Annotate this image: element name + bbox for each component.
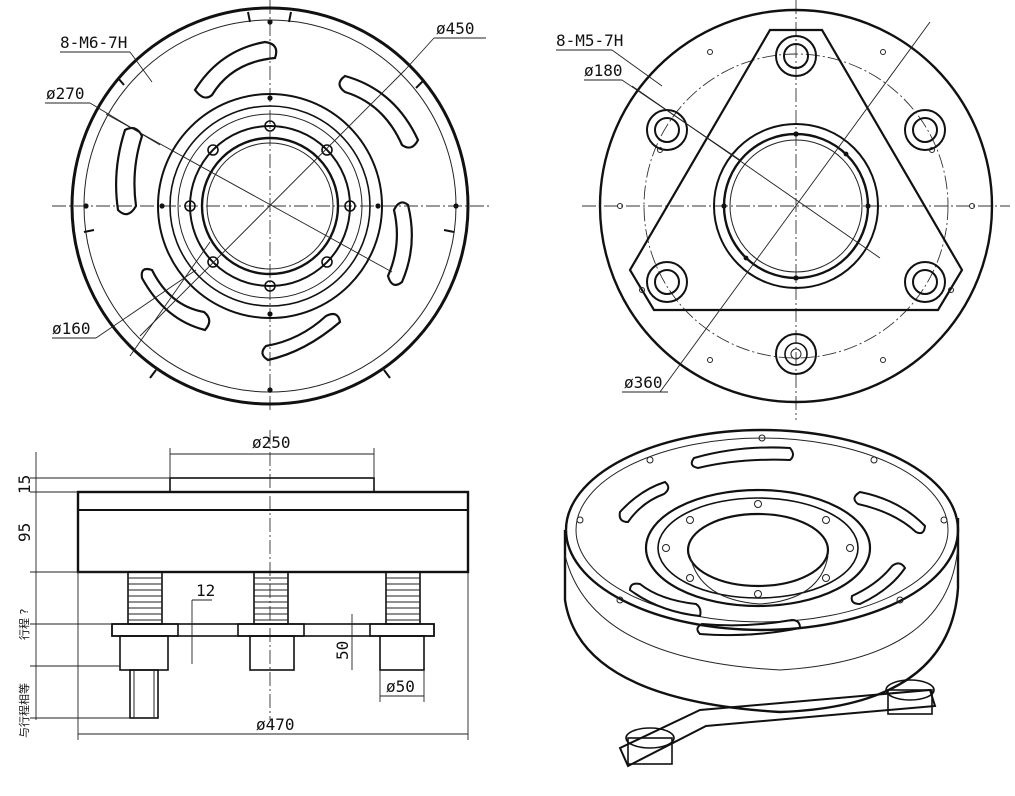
dim-label-450: ø450 [436, 19, 475, 38]
side-view: ø250 15 95 12 50 ø50 ø470 行程 ? 与行程相等 [15, 430, 470, 740]
dim-label-50: 50 [333, 641, 352, 660]
note-stroke: 行程 ? [18, 609, 31, 640]
isometric-view [563, 428, 960, 768]
springs [127, 571, 421, 625]
dim-label-250: ø250 [252, 433, 291, 452]
top-left-view: 8-M6-7H ø450 ø270 ø160 [45, 0, 492, 410]
dim-label-270: ø270 [46, 84, 85, 103]
dim-label-160: ø160 [52, 319, 91, 338]
dim-label-12: 12 [196, 581, 215, 600]
note-shaft: 与行程相等 [17, 683, 31, 738]
dim-label-foot-50: ø50 [386, 677, 415, 696]
dim-label-470: ø470 [256, 715, 295, 734]
dim-label-15: 15 [15, 475, 34, 494]
dim-label-95: 95 [15, 523, 34, 542]
thread-label-tl: 8-M6-7H [60, 33, 127, 52]
dim-label-180: ø180 [584, 61, 623, 80]
dim-label-360: ø360 [624, 373, 663, 392]
top-right-view: 8-M5-7H ø180 ø360 [556, 0, 1010, 420]
thread-label-tr: 8-M5-7H [556, 31, 623, 50]
bolt-holes-tl [184, 120, 356, 292]
